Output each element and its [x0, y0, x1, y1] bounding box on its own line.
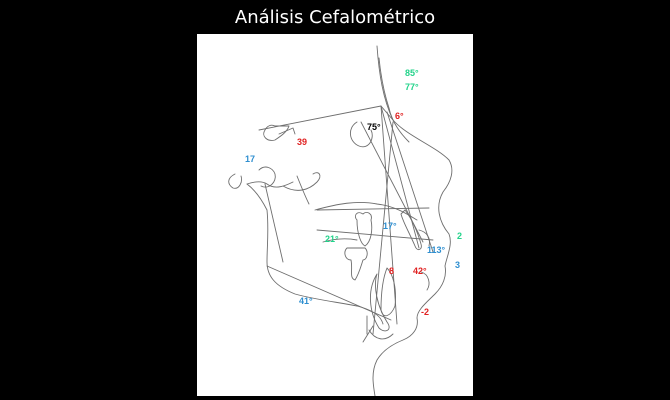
ramus-line — [264, 183, 284, 263]
lower-molar — [344, 247, 368, 281]
lower-lip — [420, 271, 430, 291]
tongue-bone — [322, 238, 358, 243]
value-label-42: 42° — [413, 266, 427, 276]
occlusal-line — [316, 229, 434, 241]
page-title: Análisis Cefalométrico — [234, 7, 436, 28]
value-label-21: 21° — [325, 234, 339, 244]
palatal-plane — [316, 207, 430, 211]
condyle — [258, 166, 276, 188]
cephalometric-panel: 85° 77° 6° 75° 39 17 17° 21° 113° 2 3 8 … — [197, 34, 473, 396]
upper-lip — [418, 229, 430, 247]
upper-incisor — [400, 209, 422, 251]
facial-line-1 — [380, 105, 420, 249]
sella-inner — [278, 127, 296, 135]
value-label-3: 3 — [455, 260, 460, 270]
value-label-2: 2 — [457, 231, 462, 241]
nasal-bone — [378, 57, 410, 143]
value-label-neg2: -2 — [421, 307, 429, 317]
mandibular-plane — [266, 265, 392, 321]
value-label-6: 6° — [395, 111, 404, 121]
value-label-17-center: 17° — [383, 221, 397, 231]
value-label-39: 39 — [297, 137, 307, 147]
value-label-17-left: 17 — [245, 154, 255, 164]
orbit-contour — [350, 121, 373, 148]
value-label-113: 113° — [427, 245, 446, 255]
facial-line-2 — [386, 111, 434, 253]
angle-label-85: 85° — [405, 68, 419, 78]
chin-soft — [362, 315, 374, 343]
cephalometric-tracing: 85° 77° 6° 75° 39 17 17° 21° 113° 2 3 8 … — [228, 45, 462, 396]
soft-tissue-profile — [372, 45, 453, 396]
upper-molar — [354, 211, 373, 247]
pterygoid — [296, 175, 310, 205]
sella-outline — [263, 124, 290, 141]
symphysis — [368, 329, 394, 340]
value-label-41: 41° — [299, 296, 313, 306]
angle-label-77: 77° — [405, 82, 419, 92]
zygoma — [282, 172, 321, 191]
lower-incisor-root — [370, 273, 390, 332]
nasion-pogonion-line — [380, 105, 398, 325]
a-line — [372, 121, 394, 335]
value-label-8: 8 — [389, 266, 394, 276]
ramus — [246, 181, 294, 188]
lower-incisor — [380, 267, 396, 317]
angle-label-75: 75° — [367, 122, 381, 132]
